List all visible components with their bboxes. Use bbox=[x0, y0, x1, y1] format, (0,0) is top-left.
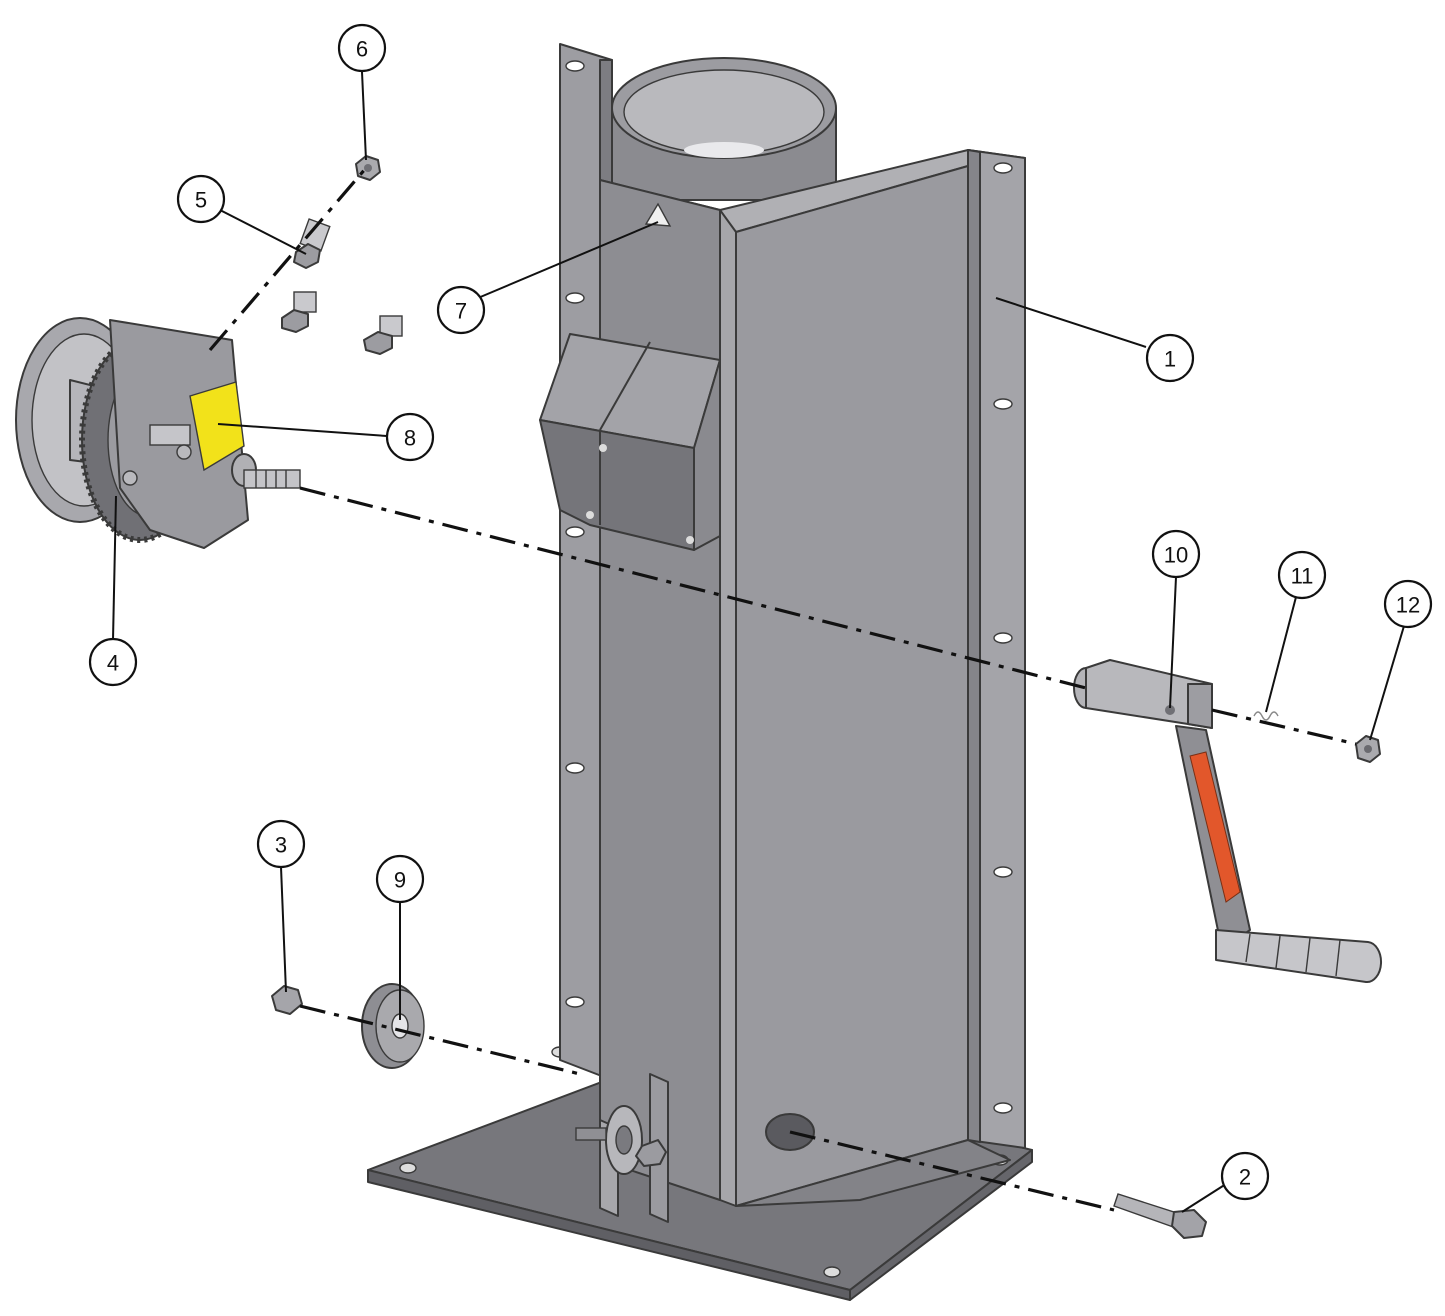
callout-1: 1 bbox=[1145, 333, 1195, 383]
svg-text:5: 5 bbox=[195, 188, 207, 213]
svg-text:3: 3 bbox=[275, 833, 287, 858]
right-mounting-flange bbox=[967, 149, 1026, 1149]
nut-3 bbox=[271, 985, 303, 1015]
svg-text:1: 1 bbox=[1164, 347, 1176, 372]
svg-text:2: 2 bbox=[1239, 1165, 1251, 1190]
bolt-2 bbox=[1113, 1193, 1207, 1239]
callout-6: 6 bbox=[337, 23, 387, 73]
callout-5: 5 bbox=[176, 174, 226, 224]
svg-text:6: 6 bbox=[356, 37, 368, 62]
callout-2: 2 bbox=[1220, 1151, 1270, 1201]
svg-text:12: 12 bbox=[1396, 593, 1420, 618]
svg-text:10: 10 bbox=[1164, 543, 1188, 568]
svg-text:11: 11 bbox=[1291, 564, 1314, 589]
callout-3: 3 bbox=[256, 819, 306, 869]
callout-10: 10 bbox=[1151, 529, 1201, 579]
base-pulley-bracket bbox=[575, 1073, 669, 1223]
leader-lines bbox=[112, 71, 1405, 1213]
svg-text:8: 8 bbox=[404, 426, 416, 451]
crank-handle bbox=[1073, 659, 1383, 984]
washer-9 bbox=[361, 983, 425, 1069]
svg-text:9: 9 bbox=[394, 868, 406, 893]
callout-8: 8 bbox=[385, 412, 435, 462]
top-tube bbox=[611, 57, 837, 201]
bolt-extra-1 bbox=[281, 291, 317, 333]
winch-mount-bracket bbox=[539, 333, 721, 551]
svg-text:4: 4 bbox=[107, 651, 119, 676]
callout-11: 11 bbox=[1277, 550, 1327, 600]
spring-pin-11 bbox=[1253, 711, 1279, 721]
svg-text:7: 7 bbox=[455, 299, 467, 324]
nut-6 bbox=[355, 155, 381, 181]
triangle-decal bbox=[644, 202, 672, 227]
bolt-extra-2 bbox=[363, 315, 403, 355]
callout-4: 4 bbox=[88, 637, 138, 687]
bolt-5 bbox=[293, 218, 331, 269]
assembly-axes bbox=[208, 166, 1357, 1212]
callout-9: 9 bbox=[375, 854, 425, 904]
callout-12: 12 bbox=[1383, 579, 1433, 629]
winch-assembly bbox=[15, 317, 301, 549]
callout-7: 7 bbox=[436, 285, 486, 335]
nut-12 bbox=[1355, 735, 1381, 763]
main-column bbox=[599, 149, 1026, 1207]
